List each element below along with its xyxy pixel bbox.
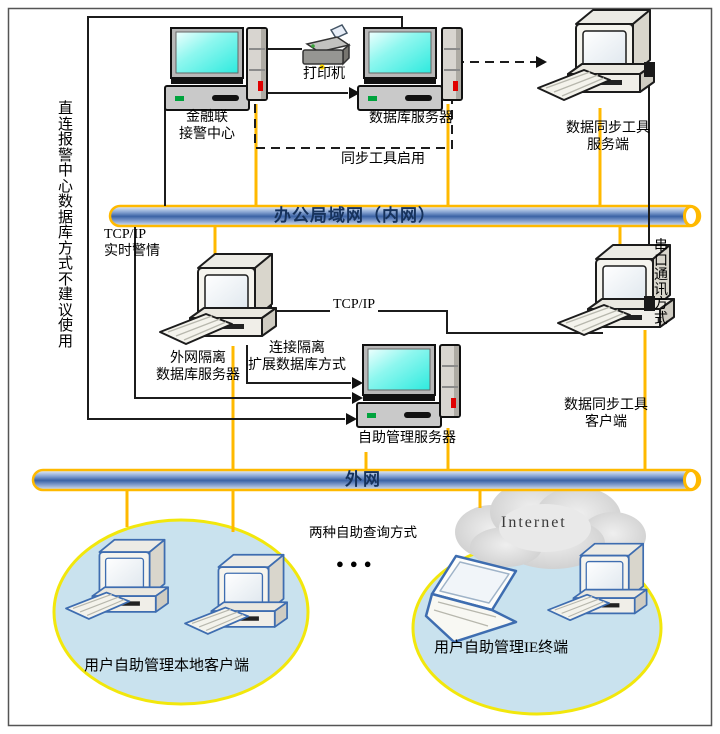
ext-iso-server-label: 外网隔离 数据库服务器 [156, 351, 240, 383]
sync-server-label: 数据同步工具 服务端 [566, 121, 650, 153]
selfmgmt-server-pc-icon [356, 344, 461, 428]
ext-iso-server-pc-icon [159, 253, 277, 345]
ellipsis-dots: ●●● [336, 556, 378, 571]
printer-icon [302, 24, 350, 71]
bus-drop-links [125, 104, 647, 532]
sync-enabled-annotation: 同步工具启用 [341, 152, 425, 167]
db-server-label: 数据库服务器 [369, 111, 453, 126]
serial-mode-annotation: 串口通讯方式 [654, 239, 668, 327]
tcpip-mid-line [272, 310, 603, 334]
wan-bus-label: 外网 [345, 470, 381, 489]
tcpip-realtime-annotation: TCP/IP 实时警情 [104, 227, 160, 259]
side-note: 直连报警中心数据库方式不建议使用 [57, 101, 73, 350]
lan-bus [108, 204, 702, 228]
tcpip-realtime-line [134, 227, 351, 399]
diagram-border [7, 7, 713, 727]
serial-dongle-icon [644, 296, 655, 311]
ie-clients-label: 用户自助管理IE终端 [434, 640, 569, 656]
tcpip-annotation: TCP/IP [330, 296, 379, 313]
printer-label: 打印机 [303, 67, 345, 82]
sync-tool-dashed-line [254, 61, 536, 149]
sync-server-pc-icon [537, 9, 655, 101]
link-iso-annotation: 连接隔离 扩展数据库方式 [248, 341, 346, 373]
fin-center-pc-icon [164, 27, 268, 111]
sync-client-pc-icon [557, 244, 675, 336]
selfmgmt-server-label: 自助管理服务器 [358, 431, 456, 446]
connection-lines [87, 16, 650, 420]
sync-client-label: 数据同步工具 客户端 [564, 398, 648, 430]
lan-bus-label: 办公局域网（内网） [274, 206, 436, 225]
fin-center-label: 金融联 接警中心 [179, 110, 235, 142]
internet-label: Internet [501, 514, 567, 531]
link-iso-line [246, 345, 351, 384]
two-query-ways-annotation: 两种自助查询方式 [309, 525, 417, 540]
serial-dongle-icon [644, 62, 655, 77]
direct-connect-line [87, 16, 403, 420]
local-clients-label: 用户自助管理本地客户端 [84, 658, 250, 674]
db-server-pc-icon [357, 27, 463, 111]
